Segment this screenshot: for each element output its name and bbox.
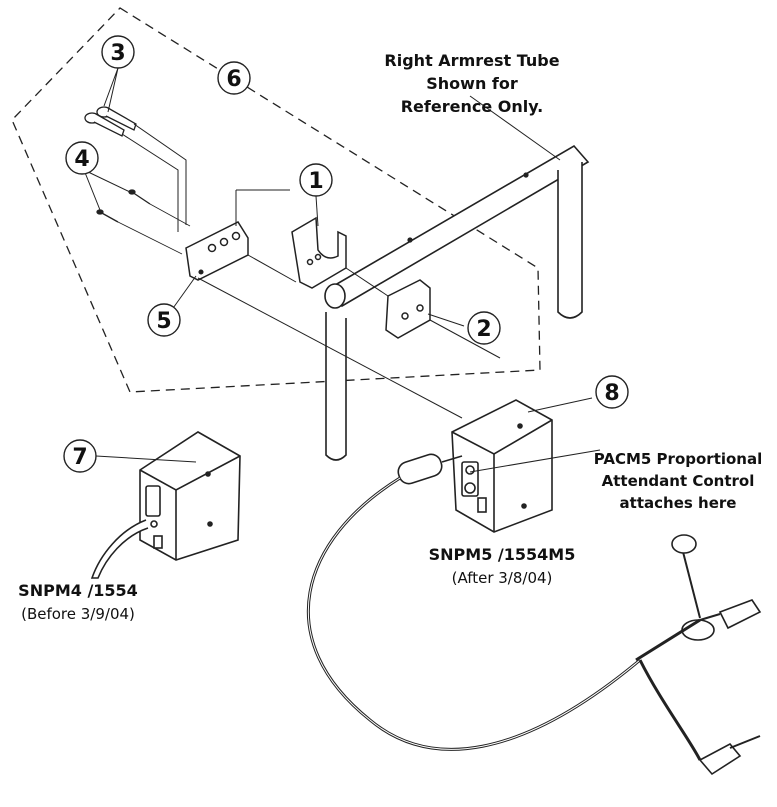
pacm-note-line1: PACM5 Proportional <box>594 450 763 468</box>
snpm4-date-label: (Before 3/9/04) <box>21 605 135 623</box>
armrest-note-line3: Reference Only. <box>401 97 544 116</box>
callout-2: 2 <box>476 317 491 342</box>
callout-4: 4 <box>74 147 89 172</box>
snpm5-date-label: (After 3/8/04) <box>452 569 553 587</box>
callout-8: 8 <box>604 381 619 406</box>
clamp-part-2 <box>385 279 431 339</box>
snpm4-model-label: SNPM4 /1554 <box>18 581 138 600</box>
pacm-note-line2: Attendant Control <box>602 472 755 490</box>
clamp-part-1 <box>291 216 347 289</box>
mounting-bracket <box>185 189 290 281</box>
callout-5: 5 <box>156 309 171 334</box>
armrest-tube <box>324 144 590 461</box>
snpm5-model-label: SNPM5 /1554M5 <box>429 545 576 564</box>
screw-pair <box>84 106 187 232</box>
callout-3: 3 <box>110 41 125 66</box>
callout-6: 6 <box>226 67 241 92</box>
snpm5-control-box <box>451 399 553 533</box>
callout-7: 7 <box>72 445 87 470</box>
assembly-lines <box>197 254 501 419</box>
callout-circles <box>63 35 629 473</box>
small-screws <box>96 189 191 255</box>
armrest-note-line1: Right Armrest Tube <box>384 51 559 70</box>
snpm4-control-box <box>90 431 241 579</box>
armrest-note-line2: Shown for <box>426 74 518 93</box>
cable-assembly <box>306 453 762 776</box>
callout-1: 1 <box>308 169 323 194</box>
pacm-note-line3: attaches here <box>620 494 737 512</box>
